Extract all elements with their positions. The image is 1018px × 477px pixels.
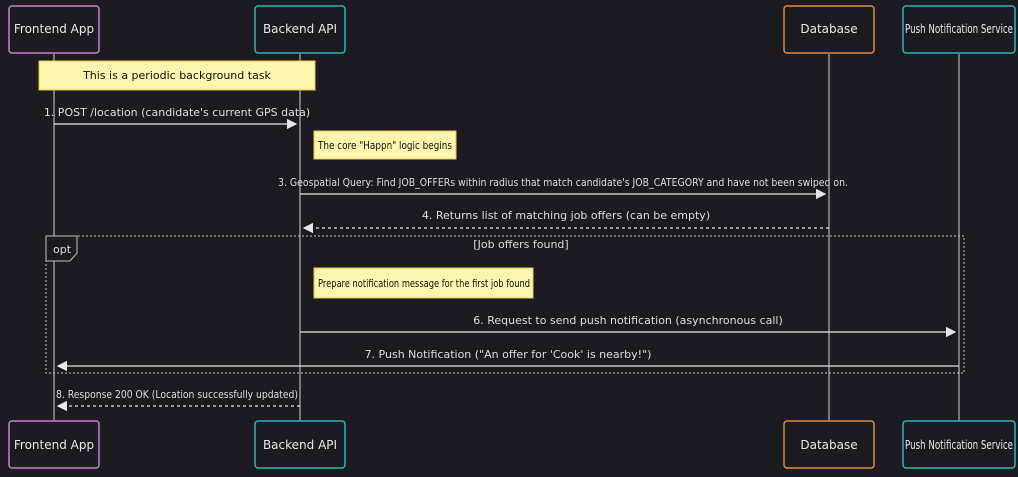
participant-database-top: Database [783,5,875,54]
participant-label: Frontend App [14,22,94,36]
note-text: Prepare notification message for the fir… [318,277,530,290]
participant-label: Database [800,438,857,452]
participant-label: Push Notification Service [905,438,1013,452]
note-text: This is a periodic background task [82,69,271,82]
message-label: 6. Request to send push notification (as… [473,314,783,327]
participant-frontend-top: Frontend App [8,5,100,54]
message-7: 7. Push Notification ("An offer for 'Coo… [56,348,959,372]
participant-label: Database [800,22,857,36]
message-label: 1. POST /location (candidate's current G… [44,106,310,119]
participant-frontend-bottom: Frontend App [8,420,100,469]
participant-label: Backend API [263,22,337,36]
participant-database-bottom: Database [783,420,875,469]
message-4: 4. Returns list of matching job offers (… [302,209,829,234]
note-text: The core "Happn" logic begins [317,139,452,152]
note-happn: The core "Happn" logic begins [313,130,457,160]
message-3: 3. Geospatial Query: Find JOB_OFFERs wit… [278,176,848,200]
message-label: 3. Geospatial Query: Find JOB_OFFERs wit… [278,176,848,189]
opt-frame: opt [Job offers found] [45,235,965,374]
participant-label: Backend API [263,438,337,452]
message-6: 6. Request to send push notification (as… [300,314,957,338]
message-label: 4. Returns list of matching job offers (… [422,209,710,222]
participant-backend-bottom: Backend API [254,420,346,469]
opt-condition: [Job offers found] [473,238,568,251]
opt-keyword: opt [53,243,72,256]
message-8: 8. Response 200 OK (Location successfull… [56,388,300,412]
message-label: 8. Response 200 OK (Location successfull… [56,388,298,401]
participant-label: Push Notification Service [905,22,1013,36]
message-1: 1. POST /location (candidate's current G… [44,106,310,130]
participant-push-bottom: Push Notification Service [902,420,1016,469]
note-periodic: This is a periodic background task [38,60,316,91]
note-prepare: Prepare notification message for the fir… [313,267,534,299]
participant-label: Frontend App [14,438,94,452]
participant-backend-top: Backend API [254,5,346,54]
participant-push-top: Push Notification Service [902,5,1016,54]
message-label: 7. Push Notification ("An offer for 'Coo… [365,348,652,361]
